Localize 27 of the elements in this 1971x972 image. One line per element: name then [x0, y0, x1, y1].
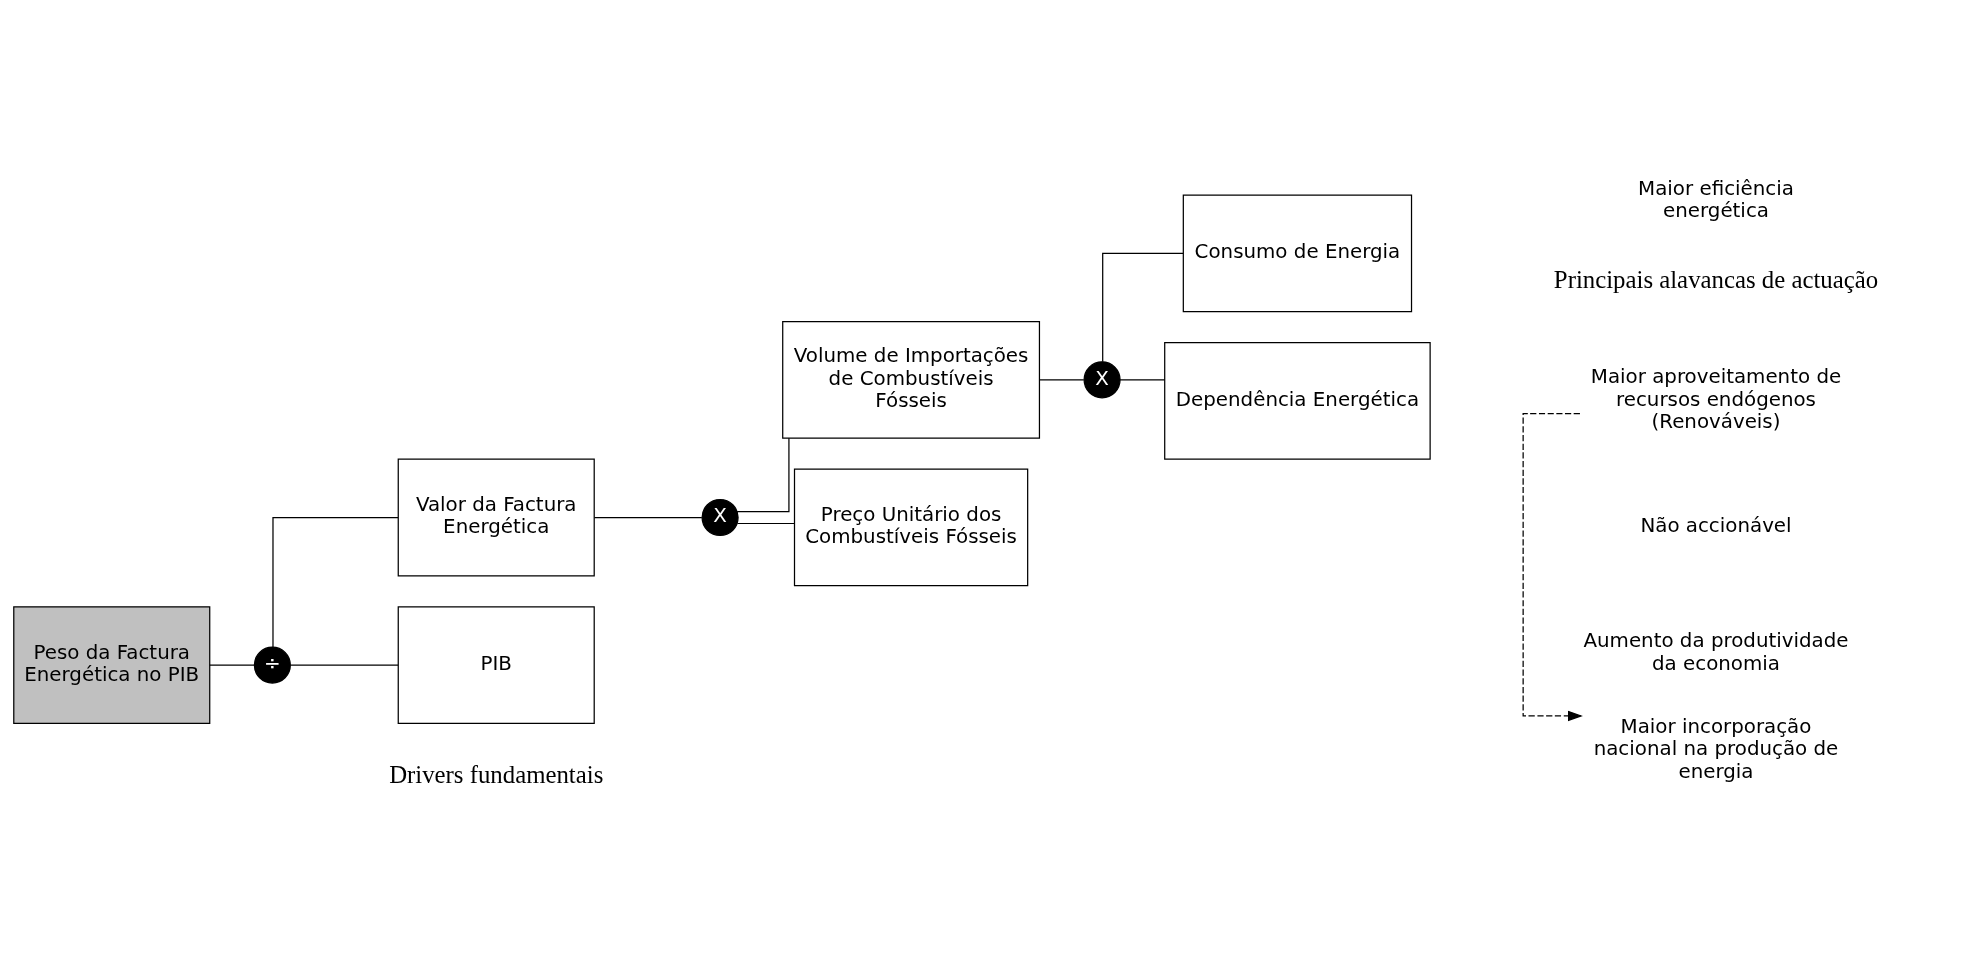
- node-text: Maior incorporação nacional na produção de energia: [1593, 714, 1839, 783]
- node-box: Valor da Factura Energética: [397, 458, 595, 576]
- connector: [1038, 378, 1085, 380]
- node-box: Preço Unitário dos Combustíveis Fósseis: [793, 468, 1029, 586]
- node-text: Maior eficiência energética: [1638, 176, 1794, 222]
- node-text: Não accionável: [1640, 513, 1792, 537]
- node-circle: X: [1083, 360, 1121, 398]
- arrow: [1522, 412, 1583, 721]
- node-circle: ÷: [253, 646, 291, 684]
- label: Principais alavancas de actuação: [1553, 265, 1879, 293]
- connector: [209, 663, 255, 666]
- node-box: PIB: [397, 605, 595, 724]
- node-box: Peso da Factura Energética no PIB: [13, 605, 211, 724]
- connector: [290, 663, 399, 666]
- connector: [1119, 378, 1166, 380]
- node-circle: X: [701, 498, 739, 536]
- label: Drivers fundamentais: [389, 760, 604, 788]
- node-text: Maior aproveitamento de recursos endógenos (Renováveis): [1590, 364, 1842, 433]
- node-text: Aumento da produtividade da economia: [1583, 628, 1849, 675]
- node-box: Volume de Importações de Combustíveis Fósseis: [782, 320, 1041, 439]
- node-box: Consumo de Energia: [1182, 193, 1413, 312]
- connector: [593, 516, 703, 518]
- node-box: Dependência Energética: [1164, 341, 1431, 460]
- connector: [736, 522, 796, 524]
- connector: [1102, 252, 1184, 362]
- connector: [736, 437, 790, 512]
- connector: [272, 516, 399, 648]
